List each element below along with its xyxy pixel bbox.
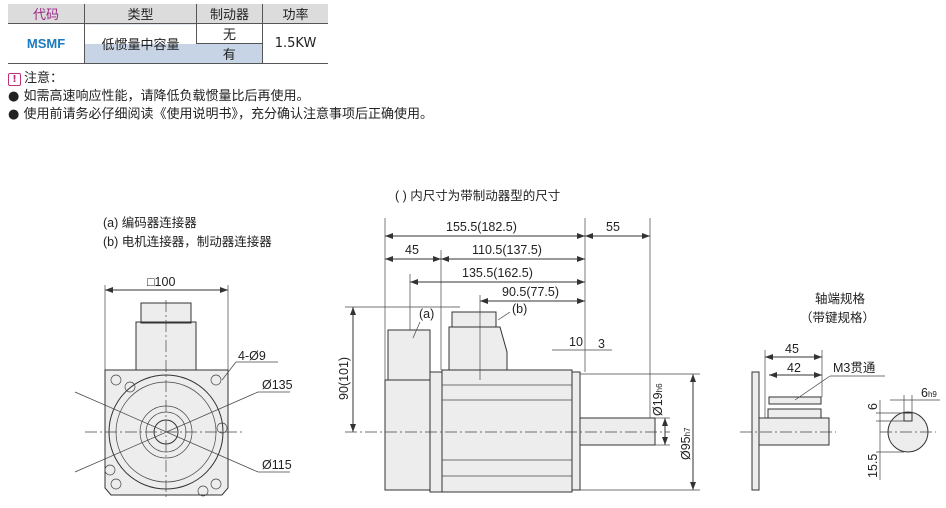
dim-total: 155.5(182.5) [446,220,517,234]
front-square-dim: □100 [147,275,175,289]
cell-code: MSMF [8,23,85,64]
notes-title: 注意： [24,71,64,86]
spec-table: 代码 类型 制动器 功率 MSMF 低惯量中容量 无 1.5KW 有 [8,4,328,64]
legend-a: (a) 编码器连接器 [103,215,197,230]
shaft-spec-view: 轴端规格 （带键规格） 45 42 M3贯通 6 6h9 15.5 [740,291,940,491]
front-holes-dim: 4-Ø9 [238,349,266,363]
header-brake: 制动器 [196,4,263,24]
cell-type: 低惯量中容量 [84,23,197,64]
dim-body: 110.5(137.5) [472,243,542,257]
shaft-spec-title: 轴端规格 [815,291,866,306]
dim-10: 10 [569,335,583,349]
dim-42: 42 [787,361,801,375]
warning-icon: ! [8,73,21,86]
front-pcd-dim: Ø135 [262,378,293,392]
label-b: (b) [512,302,527,316]
cell-power: 1.5KW [262,23,328,64]
front-spigot-dim: Ø115 [262,458,292,472]
dim-key-height: 6 [866,403,880,410]
header-power: 功率 [262,4,328,24]
dim-spigot-diameter: Ø95h7 [679,427,693,460]
header-type: 类型 [84,4,197,24]
dim-shaft-diameter: Ø19h6 [651,383,665,416]
legend-b: (b) 电机连接器，制动器连接器 [103,234,272,249]
dim-height: 90(101) [337,357,351,400]
cell-brake-yes: 有 [196,43,263,64]
shaft-spec-subtitle: （带键规格） [800,310,875,325]
dim-shaft-length: 55 [606,220,620,234]
notes: !注意： ● 如需高速响应性能，请降低负载惯量比后再使用。 ● 使用前请务必仔细… [8,71,433,122]
side-view: 155.5(182.5) 55 45 110.5(137.5) 135.5(16… [337,218,700,493]
dim-b-position: 90.5(77.5) [502,285,559,299]
drawing-caption: ( ) 内尺寸为带制动器型的尺寸 [395,188,560,203]
dim-45: 45 [785,342,799,356]
cell-brake-no: 无 [196,23,263,44]
dim-key-depth: 15.5 [866,454,880,478]
header-code: 代码 [8,4,85,24]
dim-a-position: 135.5(162.5) [462,266,533,280]
note-item: 使用前请务必仔细阅读《使用说明书》，充分确认注意事项后正确使用。 [23,107,433,122]
dim-encoder: 45 [405,243,419,257]
note-item: 如需高速响应性能，请降低负载惯量比后再使用。 [23,89,310,104]
tap-label: M3贯通 [833,361,876,375]
dim-3: 3 [598,337,605,351]
label-a: (a) [419,307,434,321]
dim-key-width: 6h9 [921,386,937,400]
front-view: □100 4-Ø9 Ø135 Ø115 [74,275,293,500]
